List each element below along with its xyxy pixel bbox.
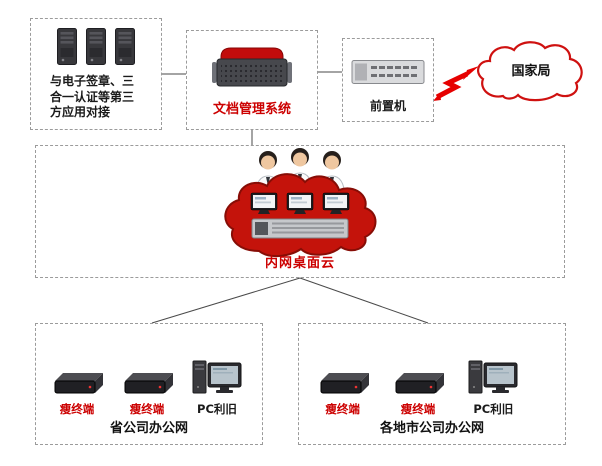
- thin-client-icon: [124, 373, 173, 394]
- red-cloud-shape: [224, 173, 377, 257]
- server-tower-group: [55, 27, 137, 67]
- thin-terminal-node: 瘦终端: [42, 367, 111, 417]
- desktop-cloud-label: 内网桌面云: [264, 256, 335, 271]
- doc-system-label: 文档管理系统: [212, 102, 291, 117]
- storage-server-icon: [212, 47, 292, 87]
- city-office-box: 瘦终端 瘦终端: [298, 323, 566, 445]
- monitor-icon: [250, 192, 278, 214]
- thin-terminal-label: 瘦终端: [325, 402, 360, 417]
- third-party-label: 与电子签章、三合一认证等第三方应用对接: [50, 74, 135, 120]
- link-desktopcloud-province: [151, 277, 301, 324]
- pc-reuse-label: PC利旧: [473, 402, 514, 417]
- server-tower-icon: [86, 28, 106, 65]
- rack-server-icon: [251, 218, 349, 239]
- thin-client-icon: [320, 373, 369, 394]
- desktop-cloud-box: [35, 145, 565, 278]
- thin-client-icon: [395, 373, 444, 394]
- province-device-row: 瘦终端 瘦终端: [36, 324, 262, 417]
- desktop-cloud-illustration: [224, 148, 377, 257]
- city-device-row: 瘦终端 瘦终端: [299, 324, 565, 417]
- city-office-caption: 各地市公司办公网: [379, 421, 484, 436]
- desktop-pc-icon: [192, 360, 242, 394]
- thin-terminal-label: 瘦终端: [400, 402, 436, 417]
- thin-terminal-node: 瘦终端: [305, 367, 380, 417]
- thin-client-icon: [54, 373, 103, 394]
- thin-terminal-label: 瘦终端: [129, 402, 165, 417]
- desktop-pc-icon: [468, 360, 518, 394]
- lightning-bolt-icon: [433, 66, 479, 101]
- monitor-icon: [286, 192, 314, 214]
- monitor-icon: [322, 192, 350, 214]
- server-tower-icon: [115, 28, 135, 65]
- pc-node: PC利旧: [456, 357, 531, 417]
- rack-server-icon: [351, 60, 425, 84]
- front-machine-label: 前置机: [369, 99, 406, 113]
- national-bureau-cloud-icon: [477, 41, 583, 102]
- pc-reuse-label: PC利旧: [197, 402, 237, 417]
- thin-terminal-label: 瘦终端: [59, 402, 95, 417]
- link-desktopcloud-city: [299, 277, 429, 324]
- doc-management-box: 文档管理系统: [186, 30, 318, 130]
- national-bureau-label: 国家局: [511, 63, 551, 79]
- thin-terminal-node: 瘦终端: [112, 367, 181, 417]
- server-tower-icon: [57, 28, 77, 65]
- province-office-caption: 省公司办公网: [109, 421, 188, 436]
- front-machine-box: 前置机: [342, 38, 434, 122]
- pc-node: PC利旧: [182, 357, 251, 417]
- third-party-apps-box: 与电子签章、三合一认证等第三方应用对接: [30, 18, 162, 130]
- province-office-box: 瘦终端 瘦终端: [35, 323, 263, 445]
- thin-terminal-node: 瘦终端: [381, 367, 456, 417]
